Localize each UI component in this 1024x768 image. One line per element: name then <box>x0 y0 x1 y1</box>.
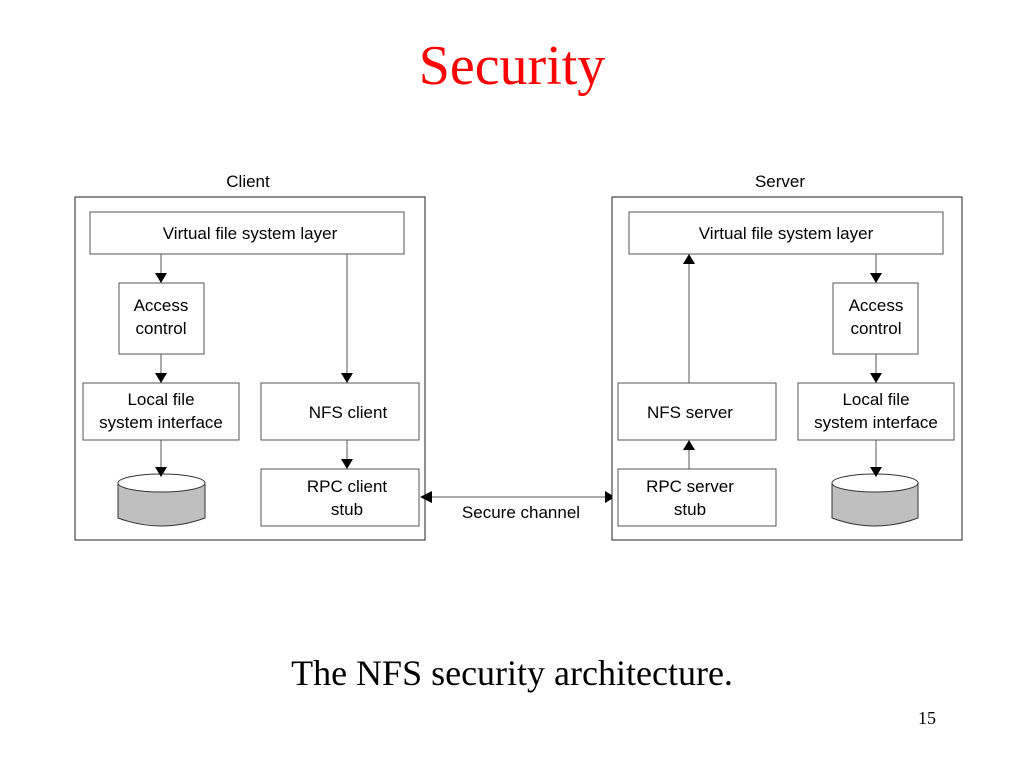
server-label: Server <box>755 172 805 191</box>
secure-channel-left-arrowhead <box>420 491 432 503</box>
server-vfs-box: Virtual file system layer <box>628 211 944 255</box>
server-local-fs-box: Local file system interface <box>797 382 955 441</box>
client-local-fs-line2: system interface <box>99 413 223 432</box>
client-rpc-line2: stub <box>331 500 363 519</box>
server-local-fs-line1: Local file <box>842 390 909 409</box>
slide-caption: The NFS security architecture. <box>291 653 733 693</box>
slide-title: Security <box>418 35 606 97</box>
client-rpc-box: RPC client stub <box>260 468 420 527</box>
client-access-control-line2: control <box>135 319 186 338</box>
server-rpc-line1: RPC server <box>646 477 734 496</box>
page-number: 15 <box>918 708 936 728</box>
server-access-control-line2: control <box>850 319 901 338</box>
client-local-fs-line1: Local file <box>127 390 194 409</box>
server-nfs-box: NFS server <box>617 382 777 441</box>
server-rpc-line2: stub <box>674 500 706 519</box>
server-rpc-box: RPC server stub <box>617 468 777 527</box>
secure-channel-label: Secure channel <box>462 503 580 522</box>
client-nfs-label: NFS client <box>309 403 388 422</box>
client-access-control-box: Access control <box>118 282 205 355</box>
client-disk-icon <box>117 473 206 527</box>
server-disk-icon <box>831 473 919 527</box>
server-access-control-line1: Access <box>849 296 904 315</box>
server-access-control-box: Access control <box>832 282 919 355</box>
client-vfs-box: Virtual file system layer <box>89 211 405 255</box>
client-rpc-line1: RPC client <box>307 477 388 496</box>
client-local-fs-box: Local file system interface <box>82 382 240 441</box>
client-vfs-label: Virtual file system layer <box>163 224 338 243</box>
server-nfs-label: NFS server <box>647 403 733 422</box>
client-nfs-box: NFS client <box>260 382 420 441</box>
client-label: Client <box>226 172 270 191</box>
client-access-control-line1: Access <box>134 296 189 315</box>
server-local-fs-line2: system interface <box>814 413 938 432</box>
server-vfs-label: Virtual file system layer <box>699 224 874 243</box>
